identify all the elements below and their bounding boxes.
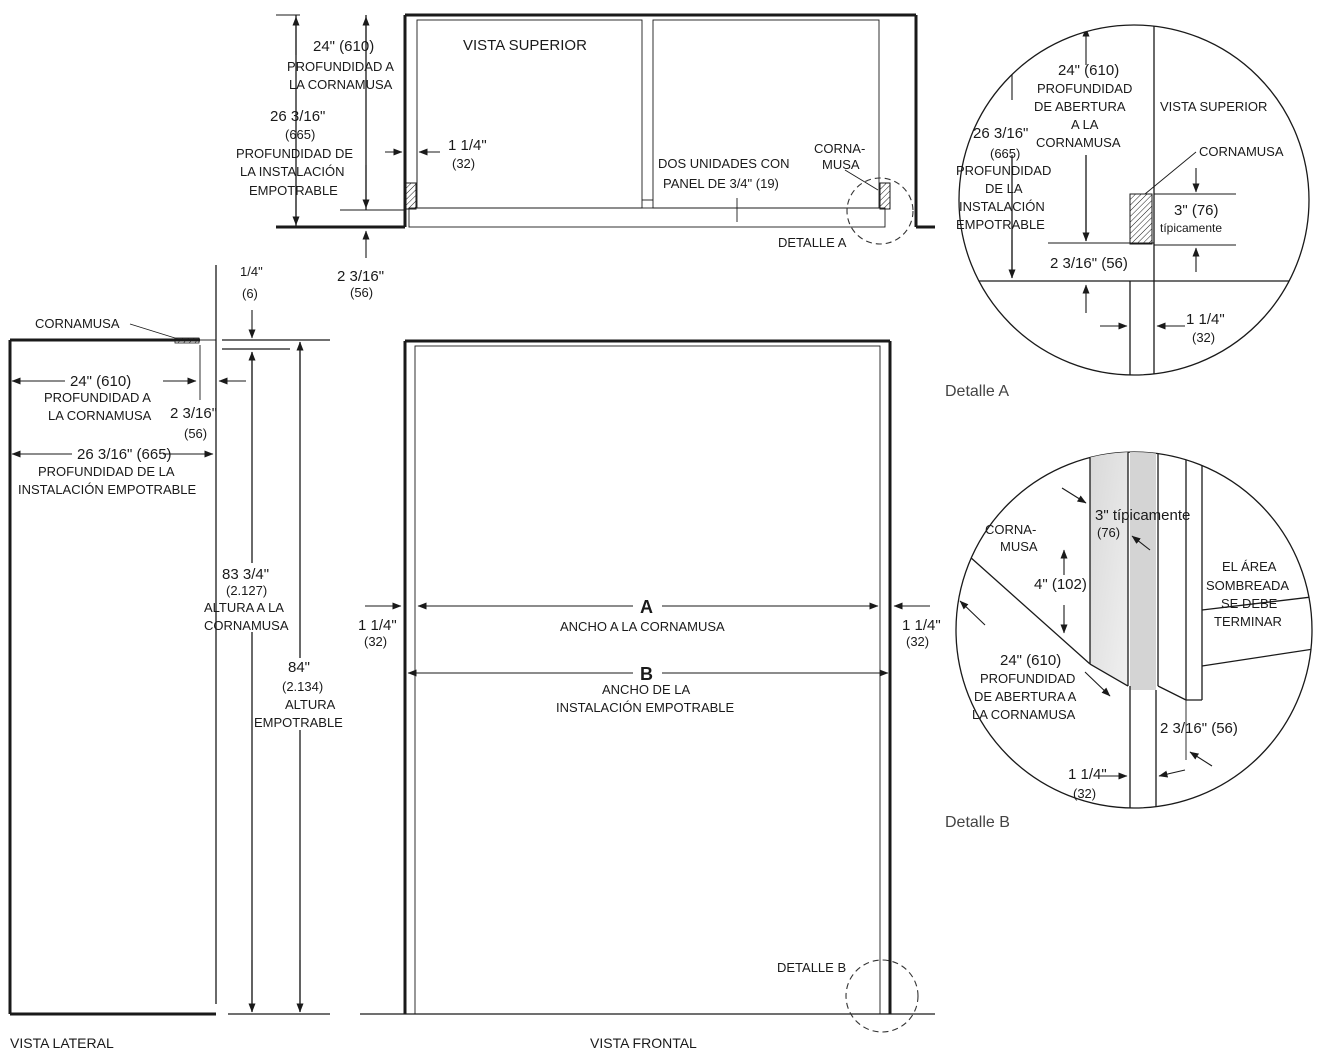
height-cornamusa-mm: (2.127) [226,583,267,598]
gap-mm: (32) [452,156,475,171]
side-view-caption: VISTA LATERAL [10,1035,114,1051]
detail-b-cornamusa-2: MUSA [1000,539,1038,554]
detail-a-depth-label: PROFUNDIDAD [1037,81,1132,96]
detail-a-depth-label-2: DE ABERTURA [1034,99,1126,114]
side-install-value: 26 3/16" (665) [77,446,172,463]
gap-value: 1 1/4" [448,137,487,154]
width-b-label: ANCHO DE LA [602,682,690,697]
width-a-label: ANCHO A LA CORNAMUSA [560,619,725,634]
detail-a-typical-value: 3" (76) [1174,202,1219,219]
detail-a-label: DETALLE A [778,235,847,250]
detail-b-shaded-2: SOMBREADA [1206,578,1289,593]
detail-b-typical-mm: (76) [1097,525,1120,540]
depth-cornamusa-label-2: LA CORNAMUSA [289,77,393,92]
detail-b-shaded-3: SE DEBE [1221,596,1278,611]
cornamusa-label-2: MUSA [822,157,860,172]
depth-cornamusa-value: 24" (610) [313,38,374,55]
panel-note: DOS UNIDADES CON [658,156,789,171]
height-mm: (2.134) [282,679,323,694]
side-depth-label: PROFUNDIDAD A [44,390,151,405]
side-depth-label-2: LA CORNAMUSA [48,408,152,423]
detail-a-install-label-2: DE LA [985,181,1023,196]
detail-a-install-mm: (665) [990,146,1020,161]
height-cornamusa-value: 83 3/4" [222,566,269,583]
detail-b-caption: Detalle B [945,814,1010,831]
detail-b-shaded: EL ÁREA [1222,559,1277,574]
detail-a: 24" (610) PROFUNDIDAD DE ABERTURA A LA C… [945,24,1310,400]
quarter-value: 1/4" [240,264,263,279]
detail-a-offset: 2 3/16" (56) [1050,255,1128,272]
depth-install-label-2: LA INSTALACIÓN [240,164,345,179]
detail-a-install-value: 26 3/16" [973,125,1028,142]
detail-a-gap-value: 1 1/4" [1186,311,1225,328]
detail-a-install-label: PROFUNDIDAD [956,163,1051,178]
front-view-caption: VISTA FRONTAL [590,1035,697,1051]
detail-a-install-label-3: INSTALACIÓN [959,199,1045,214]
panel-note-2: PANEL DE 3/4" (19) [663,176,779,191]
detail-a-caption: Detalle A [945,383,1009,400]
width-a-letter: A [640,597,653,617]
height-cornamusa-label-2: CORNAMUSA [204,618,289,633]
detail-a-typical-label: típicamente [1160,221,1222,235]
detail-a-gap-mm: (32) [1192,330,1215,345]
offset-value: 2 3/16" [337,268,384,285]
detail-b-cornamusa: CORNA- [985,522,1036,537]
detail-a-install-label-4: EMPOTRABLE [956,217,1045,232]
detail-b-depth-label-2: DE ABERTURA A [974,689,1077,704]
quarter-mm: (6) [242,286,258,301]
detail-b-four: 4" (102) [1034,576,1087,593]
detail-b: 3" típicamente (76) CORNA- MUSA 4" (102)… [945,451,1313,831]
depth-install-mm: (665) [285,127,315,142]
side-install-label: PROFUNDIDAD DE LA [38,464,175,479]
side-cornamusa-label: CORNAMUSA [35,316,120,331]
top-view-title: VISTA SUPERIOR [463,37,587,54]
detail-b-shaded-4: TERMINAR [1214,614,1282,629]
front-gap-right-value: 1 1/4" [902,617,941,634]
height-cornamusa-label: ALTURA A LA [204,600,284,615]
height-value: 84" [288,659,310,676]
detail-b-depth: 24" (610) [1000,652,1061,669]
depth-install-label: PROFUNDIDAD DE [236,146,353,161]
detail-b-label: DETALLE B [777,960,846,975]
top-view: VISTA SUPERIOR 24" (610) PROFUNDIDAD A L… [236,13,935,300]
depth-install-value: 26 3/16" [270,108,325,125]
detail-b-depth-label: PROFUNDIDAD [980,671,1075,686]
depth-cornamusa-label: PROFUNDIDAD A [287,59,394,74]
side-install-label-2: INSTALACIÓN EMPOTRABLE [18,482,197,497]
detail-a-depth-value: 24" (610) [1058,62,1119,79]
depth-install-label-3: EMPOTRABLE [249,183,338,198]
detail-b-offset: 2 3/16" (56) [1160,720,1238,737]
detail-b-gap-mm: (32) [1073,786,1096,801]
height-label-2: EMPOTRABLE [254,715,343,730]
front-gap-left-mm: (32) [364,634,387,649]
offset-mm: (56) [350,285,373,300]
detail-b-typical: 3" típicamente [1095,507,1190,524]
cornamusa-label: CORNA- [814,141,865,156]
side-offset-value: 2 3/16" [170,405,217,422]
width-b-label-2: INSTALACIÓN EMPOTRABLE [556,700,735,715]
detail-a-cornamusa: CORNAMUSA [1199,144,1284,159]
side-depth-value: 24" (610) [70,373,131,390]
detail-a-top-view: VISTA SUPERIOR [1160,99,1267,114]
detail-a-depth-label-4: CORNAMUSA [1036,135,1121,150]
side-offset-mm: (56) [184,426,207,441]
side-view: CORNAMUSA 1/4" (6) 24" (610) PROFUNDIDAD… [8,264,343,1051]
front-gap-left-value: 1 1/4" [358,617,397,634]
detail-b-depth-label-3: LA CORNAMUSA [972,707,1076,722]
detail-a-depth-label-3: A LA [1071,117,1099,132]
front-view: 1 1/4" (32) 1 1/4" (32) A ANCHO A LA COR… [358,339,941,1051]
detail-b-gap-value: 1 1/4" [1068,766,1107,783]
height-label: ALTURA [285,697,336,712]
width-b-letter: B [640,664,653,684]
front-gap-right-mm: (32) [906,634,929,649]
